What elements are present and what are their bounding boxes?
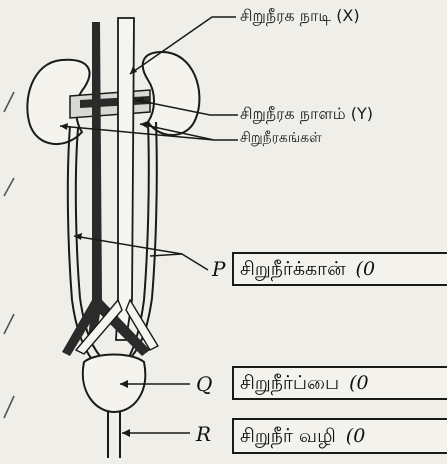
renal-artery-label: சிறுநீரக நாடி (X) xyxy=(240,6,360,27)
urethra xyxy=(108,412,120,458)
letter-r: R xyxy=(196,422,211,446)
margin-tick xyxy=(4,92,14,112)
answer-text-q: சிறுநீர்ப்பை xyxy=(240,372,339,394)
answer-box-q: சிறுநீர்ப்பை (0 xyxy=(232,366,447,400)
kidneys-label: சிறுநீரகங்கள் xyxy=(240,130,322,148)
answer-marks-q: (0 xyxy=(349,372,369,394)
answer-marks-p: (0 xyxy=(356,258,376,280)
letter-q: Q xyxy=(196,372,212,396)
renal-vein-label: சிறுநீரக நாளம் (Y) xyxy=(240,104,373,125)
answer-text-p: சிறுநீர்க்கான் xyxy=(240,258,346,280)
vena-cava xyxy=(116,18,134,340)
letter-p: P xyxy=(212,257,225,281)
right-kidney xyxy=(143,52,200,135)
answer-marks-r: (0 xyxy=(346,425,366,447)
aorta xyxy=(88,22,102,340)
answer-text-r: சிறுநீர் வழி xyxy=(240,425,336,447)
answer-box-p: சிறுநீர்க்கான் (0 xyxy=(232,252,447,286)
answer-box-r: சிறுநீர் வழி (0 xyxy=(232,418,447,454)
